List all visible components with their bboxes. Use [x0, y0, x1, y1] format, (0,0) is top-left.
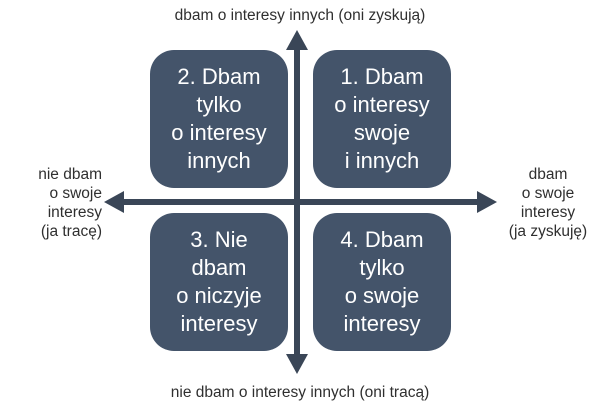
arrow-right-icon: [477, 191, 497, 213]
axis-label-left: nie dbam o swoje interesy (ja tracę): [38, 166, 102, 240]
quadrant-1: 1. Dbam o interesy swoje i innych: [313, 50, 451, 188]
arrow-left-icon: [104, 191, 124, 213]
quadrant-1-text: 1. Dbam o interesy swoje i innych: [334, 64, 430, 173]
axis-label-top: dbam o interesy innych (oni zyskują): [174, 7, 426, 24]
quadrant-3-text: 3. Nie dbam o niczyje interesy: [176, 227, 262, 336]
horizontal-axis: [104, 191, 497, 213]
quadrant-4: 4. Dbam tylko o swoje interesy: [313, 213, 451, 351]
axis-label-right: dbam o swoje interesy (ja zyskuję): [508, 166, 588, 240]
quadrant-3: 3. Nie dbam o niczyje interesy: [150, 213, 288, 351]
quadrant-2-text: 2. Dbam tylko o interesy innych: [171, 64, 267, 173]
quadrant-4-text: 4. Dbam tylko o swoje interesy: [340, 227, 424, 336]
axis-label-bottom: nie dbam o interesy innych (oni tracą): [170, 384, 430, 401]
arrow-up-icon: [286, 30, 308, 50]
quadrant-2: 2. Dbam tylko o interesy innych: [150, 50, 288, 188]
arrow-down-icon: [286, 354, 308, 374]
vertical-axis: [286, 30, 308, 374]
